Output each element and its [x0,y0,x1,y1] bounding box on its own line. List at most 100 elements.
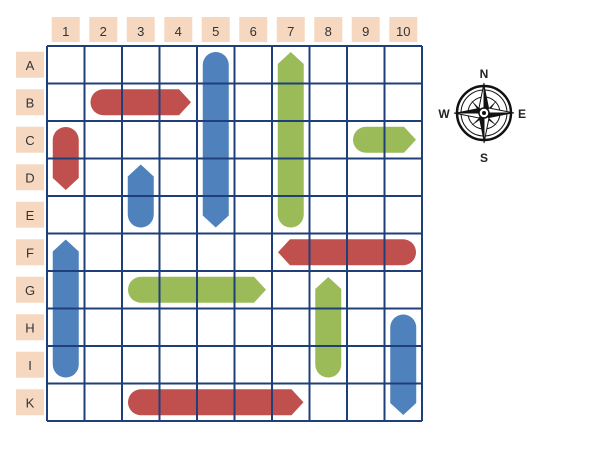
row-header-label: I [28,358,32,373]
column-header-bg [164,17,193,42]
grid-cell-A9[interactable] [347,46,385,84]
grid-cell-G9[interactable] [347,271,385,309]
grid-cell-H7[interactable] [272,308,310,347]
grid-cell-B10[interactable] [384,83,423,122]
grid-cell-C3[interactable] [122,121,160,159]
grid-cell-C6[interactable] [234,121,273,159]
column-header-label: 2 [100,24,107,39]
row-header-label: B [26,95,35,110]
grid-cell-D8[interactable] [309,158,348,197]
row-header-bg [16,201,44,228]
ship-red-k3-k7 [128,389,304,416]
grid-cell-E1[interactable] [47,196,85,234]
grid-cell-F5[interactable] [197,233,235,272]
grid-cell-D6[interactable] [234,158,273,197]
grid-cell-C8[interactable] [309,121,348,159]
grid-cell-B8[interactable] [309,83,348,122]
grid-cell-F4[interactable] [159,233,198,272]
grid-cell-D4[interactable] [159,158,198,197]
column-header-label: 4 [175,24,182,39]
grid-cell-G2[interactable] [84,271,123,309]
grid-cell-I6[interactable] [234,346,273,384]
grid-cell-K1[interactable] [47,383,85,422]
grid-cell-A4[interactable] [159,46,198,84]
grid-cell-F6[interactable] [234,233,273,272]
column-header-bg [126,17,155,42]
ship-blue-a5-e5 [202,52,229,228]
row-header-label: C [25,133,34,148]
column-header-bg [239,17,268,42]
row-header-bg [16,276,44,303]
grid-cell-H5[interactable] [197,308,235,347]
row-header-label: K [26,395,35,410]
ship-blue-h10-k10 [390,314,417,415]
column-header-label: 9 [362,24,369,39]
grid-cell-B9[interactable] [347,83,385,122]
grid-cell-A2[interactable] [84,46,123,84]
grid-cell-H2[interactable] [84,308,123,347]
column-header-label: 3 [137,24,144,39]
row-header-bg [16,126,44,153]
column-header-bg [51,17,80,42]
grid-cell-A3[interactable] [122,46,160,84]
grid-cell-E2[interactable] [84,196,123,234]
grid-cell-E10[interactable] [384,196,423,234]
row-header-bg [16,389,44,416]
grid-cell-K2[interactable] [84,383,123,422]
grid-cell-D2[interactable] [84,158,123,197]
grid-cell-I9[interactable] [347,346,385,384]
grid-cell-G7[interactable] [272,271,310,309]
column-header-bg [276,17,305,42]
grid-cell-I2[interactable] [84,346,123,384]
grid-cell-I4[interactable] [159,346,198,384]
ship-green-a7-e7 [277,52,304,228]
compass-west-label: W [438,107,450,121]
grid-cell-G10[interactable] [384,271,423,309]
grid-cell-A8[interactable] [309,46,348,84]
grid-cell-I7[interactable] [272,346,310,384]
column-header-label: 8 [325,24,332,39]
row-header-bg [16,51,44,78]
row-header-bg [16,164,44,191]
row-header-label: G [25,283,35,298]
grid-lines [46,45,423,422]
grid-cell-K8[interactable] [309,383,348,422]
grid-cell-K9[interactable] [347,383,385,422]
grid-cell-I5[interactable] [197,346,235,384]
grid-cell-C4[interactable] [159,121,198,159]
compass-north-label: N [480,67,489,81]
grid-cell-F3[interactable] [122,233,160,272]
grid-cell-I3[interactable] [122,346,160,384]
grid-cell-H9[interactable] [347,308,385,347]
grid-cell-A10[interactable] [384,46,423,84]
column-header-bg [351,17,380,42]
grid-cell-B6[interactable] [234,83,273,122]
grid-cell-H6[interactable] [234,308,273,347]
grid-cell-E6[interactable] [234,196,273,234]
row-header-bg [16,239,44,266]
row-header-label: A [26,58,35,73]
row-header-label: D [25,170,34,185]
grid-cell-A1[interactable] [47,46,85,84]
grid-cell-D9[interactable] [347,158,385,197]
grid-cell-E8[interactable] [309,196,348,234]
grid-cell-H4[interactable] [159,308,198,347]
column-header-bg [201,17,230,42]
grid-cell-F2[interactable] [84,233,123,272]
grid-cell-B1[interactable] [47,83,85,122]
column-header-label: 10 [396,24,410,39]
grid-cell-D10[interactable] [384,158,423,197]
column-header-label: 1 [62,24,69,39]
compass-rose-icon: N S E W [438,67,526,165]
grid-cell-H3[interactable] [122,308,160,347]
row-header-label: H [25,320,34,335]
grid-cell-E4[interactable] [159,196,198,234]
grid-cell-C2[interactable] [84,121,123,159]
compass-east-label: E [518,107,526,121]
column-header-label: 7 [287,24,294,39]
grid-cell-A6[interactable] [234,46,273,84]
grid-cell-E9[interactable] [347,196,385,234]
